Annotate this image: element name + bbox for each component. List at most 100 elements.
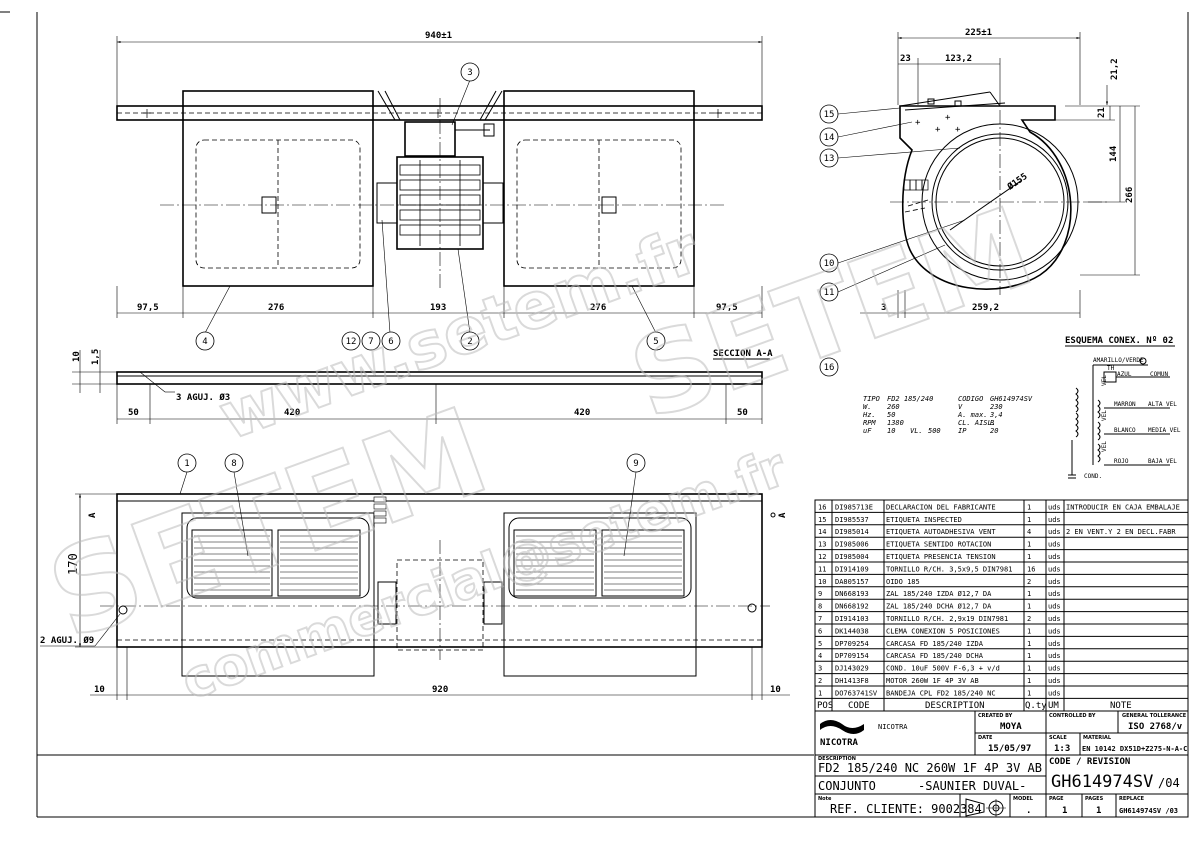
svg-text:13: 13 bbox=[824, 154, 835, 164]
bom-cell-um: uds bbox=[1048, 528, 1061, 536]
bom-cell-code: DH1413F8 bbox=[835, 677, 869, 685]
bom-cell-description: TORNILLO R/CH. 2,9x19 DIN7981 bbox=[886, 615, 1008, 623]
balloon-9: 9 bbox=[626, 453, 646, 473]
section-label: SECCION A-A bbox=[713, 349, 773, 359]
section-mark-right: A bbox=[778, 512, 788, 518]
wiring-vel-1: VEL bbox=[1101, 375, 1108, 386]
bom-cell-description: COND. 10uF 500V F-6,3 + v/d bbox=[886, 665, 1000, 673]
dim-seg-50-right: 50 bbox=[737, 408, 748, 418]
dim-edge-10-right: 10 bbox=[770, 685, 781, 695]
bom-cell-code: DP709154 bbox=[835, 652, 869, 660]
description-label: DESCRIPTION bbox=[818, 756, 856, 762]
svg-text:10: 10 bbox=[824, 259, 835, 269]
spec-uf-value: 10 bbox=[887, 427, 895, 435]
dim-overall-length: 940±1 bbox=[425, 31, 452, 41]
dim-holes-2: 2 AGUJ. Ø9 bbox=[40, 635, 94, 646]
bom-cell-pos: 8 bbox=[818, 603, 822, 611]
bom-cell-um: uds bbox=[1048, 615, 1061, 623]
bom-cell-qty: 16 bbox=[1027, 565, 1035, 573]
bom-cell-um: uds bbox=[1048, 541, 1061, 549]
title-block: NICOTRA NICOTRA CREATED BY MOYA CONTROLL… bbox=[814, 710, 1189, 818]
bom-cell-um: uds bbox=[1048, 627, 1061, 635]
spec-rpm-value: 1380 bbox=[887, 419, 904, 427]
created-by-value: MOYA bbox=[1000, 722, 1022, 732]
date-value: 15/05/97 bbox=[988, 744, 1031, 754]
section-a-a: SECCION A-A 10 1,5 3 AGUJ. Ø3 50 420 420… bbox=[72, 349, 773, 424]
pages-label: PAGES bbox=[1085, 796, 1104, 802]
bom-cell-qty: 1 bbox=[1027, 689, 1031, 697]
svg-text:+: + bbox=[935, 125, 941, 135]
bom-cell-pos: 16 bbox=[818, 503, 826, 511]
bom-cell-pos: 2 bbox=[818, 677, 822, 685]
bom-cell-um: uds bbox=[1048, 652, 1061, 660]
wiring-blanco: BLANCO bbox=[1114, 427, 1136, 434]
svg-text:4: 4 bbox=[202, 337, 207, 347]
tolerance-value: ISO 2768/v bbox=[1128, 722, 1183, 732]
wiring-azul: AZUL bbox=[1117, 371, 1132, 378]
svg-text:+: + bbox=[915, 118, 921, 128]
material-value: EN 10142 DX51D+Z275-N-A-C bbox=[1082, 745, 1187, 753]
company-name: NICOTRA bbox=[878, 723, 908, 731]
balloon-5: 5 bbox=[646, 331, 666, 351]
dim-side-23: 23 bbox=[900, 54, 911, 64]
spec-cl-value: B bbox=[990, 419, 994, 427]
bom-cell-qty: 1 bbox=[1027, 665, 1031, 673]
bom-cell-description: CLEMA CONEXION 5 POSICIONES bbox=[886, 627, 1000, 635]
dim-middle-193: 193 bbox=[430, 303, 446, 313]
bom-cell-code: DK144038 bbox=[835, 627, 869, 635]
replace-value: GH614974SV /03 bbox=[1119, 807, 1178, 815]
bom-header-note: NOTE bbox=[1110, 701, 1132, 711]
bom-cell-pos: 4 bbox=[818, 652, 822, 660]
balloon-4: 4 bbox=[195, 331, 215, 351]
dim-side-266: 266 bbox=[1125, 187, 1135, 203]
dim-side-21-2: 21,2 bbox=[1110, 58, 1120, 80]
spec-v-label: V bbox=[958, 403, 963, 411]
bom-cell-pos: 3 bbox=[818, 665, 822, 673]
spec-tipo-value: FD2 185/240 bbox=[887, 395, 933, 403]
bom-cell-pos: 14 bbox=[818, 528, 826, 536]
svg-text:15: 15 bbox=[824, 110, 835, 120]
spec-w-label: W. bbox=[863, 403, 871, 411]
svg-text:+: + bbox=[945, 113, 951, 123]
balloon-8: 8 bbox=[224, 453, 244, 473]
balloon-10: 10 bbox=[819, 253, 839, 273]
bom-cell-code: DO763741SV bbox=[835, 689, 878, 697]
wiring-diagram: ESQUEMA CONEX. Nº 02 AMARILLO/VERDE TH A… bbox=[1065, 336, 1181, 480]
bom-cell-note: INTRODUCIR EN CAJA EMBALAJE bbox=[1066, 503, 1180, 511]
replace-label: REPLACE bbox=[1119, 796, 1145, 802]
balloon-14: 14 bbox=[819, 127, 839, 147]
bom-cell-description: ZAL 185/240 DCHA Ø12,7 DA bbox=[886, 603, 992, 611]
bom-cell-code: DN668193 bbox=[835, 590, 869, 598]
svg-text:1: 1 bbox=[184, 459, 189, 469]
date-label: DATE bbox=[978, 735, 993, 741]
scale-label: SCALE bbox=[1049, 735, 1067, 741]
wiring-cond: COND. bbox=[1084, 473, 1102, 480]
page-value: 1 bbox=[1062, 806, 1067, 816]
bom-cell-um: uds bbox=[1048, 516, 1061, 524]
dim-side-3: 3 bbox=[881, 303, 886, 313]
spec-ip-value: 20 bbox=[990, 427, 998, 435]
bom-cell-pos: 1 bbox=[818, 689, 822, 697]
bom-cell-qty: 1 bbox=[1027, 516, 1031, 524]
svg-text:6: 6 bbox=[388, 337, 393, 347]
bom-cell-pos: 15 bbox=[818, 516, 826, 524]
dim-seg-420-left: 420 bbox=[284, 408, 300, 418]
spec-rpm-label: RPM bbox=[863, 419, 876, 427]
bottom-view: 170 A A 2 AGUJ. Ø9 10 920 10 bbox=[40, 471, 790, 700]
dim-thick-10: 10 bbox=[72, 351, 82, 362]
conjunto-label: CONJUNTO bbox=[818, 779, 876, 793]
bom-cell-qty: 1 bbox=[1027, 590, 1031, 598]
bom-cell-code: DN668192 bbox=[835, 603, 869, 611]
balloon-16: 16 bbox=[819, 357, 839, 377]
bom-cell-qty: 1 bbox=[1027, 640, 1031, 648]
bom-cell-um: uds bbox=[1048, 677, 1061, 685]
model-label: MODEL bbox=[1013, 796, 1034, 802]
balloon-12: 12 bbox=[341, 331, 361, 351]
spec-hz-value: 50 bbox=[887, 411, 895, 419]
code-label: CODE / REVISION bbox=[1049, 757, 1130, 767]
